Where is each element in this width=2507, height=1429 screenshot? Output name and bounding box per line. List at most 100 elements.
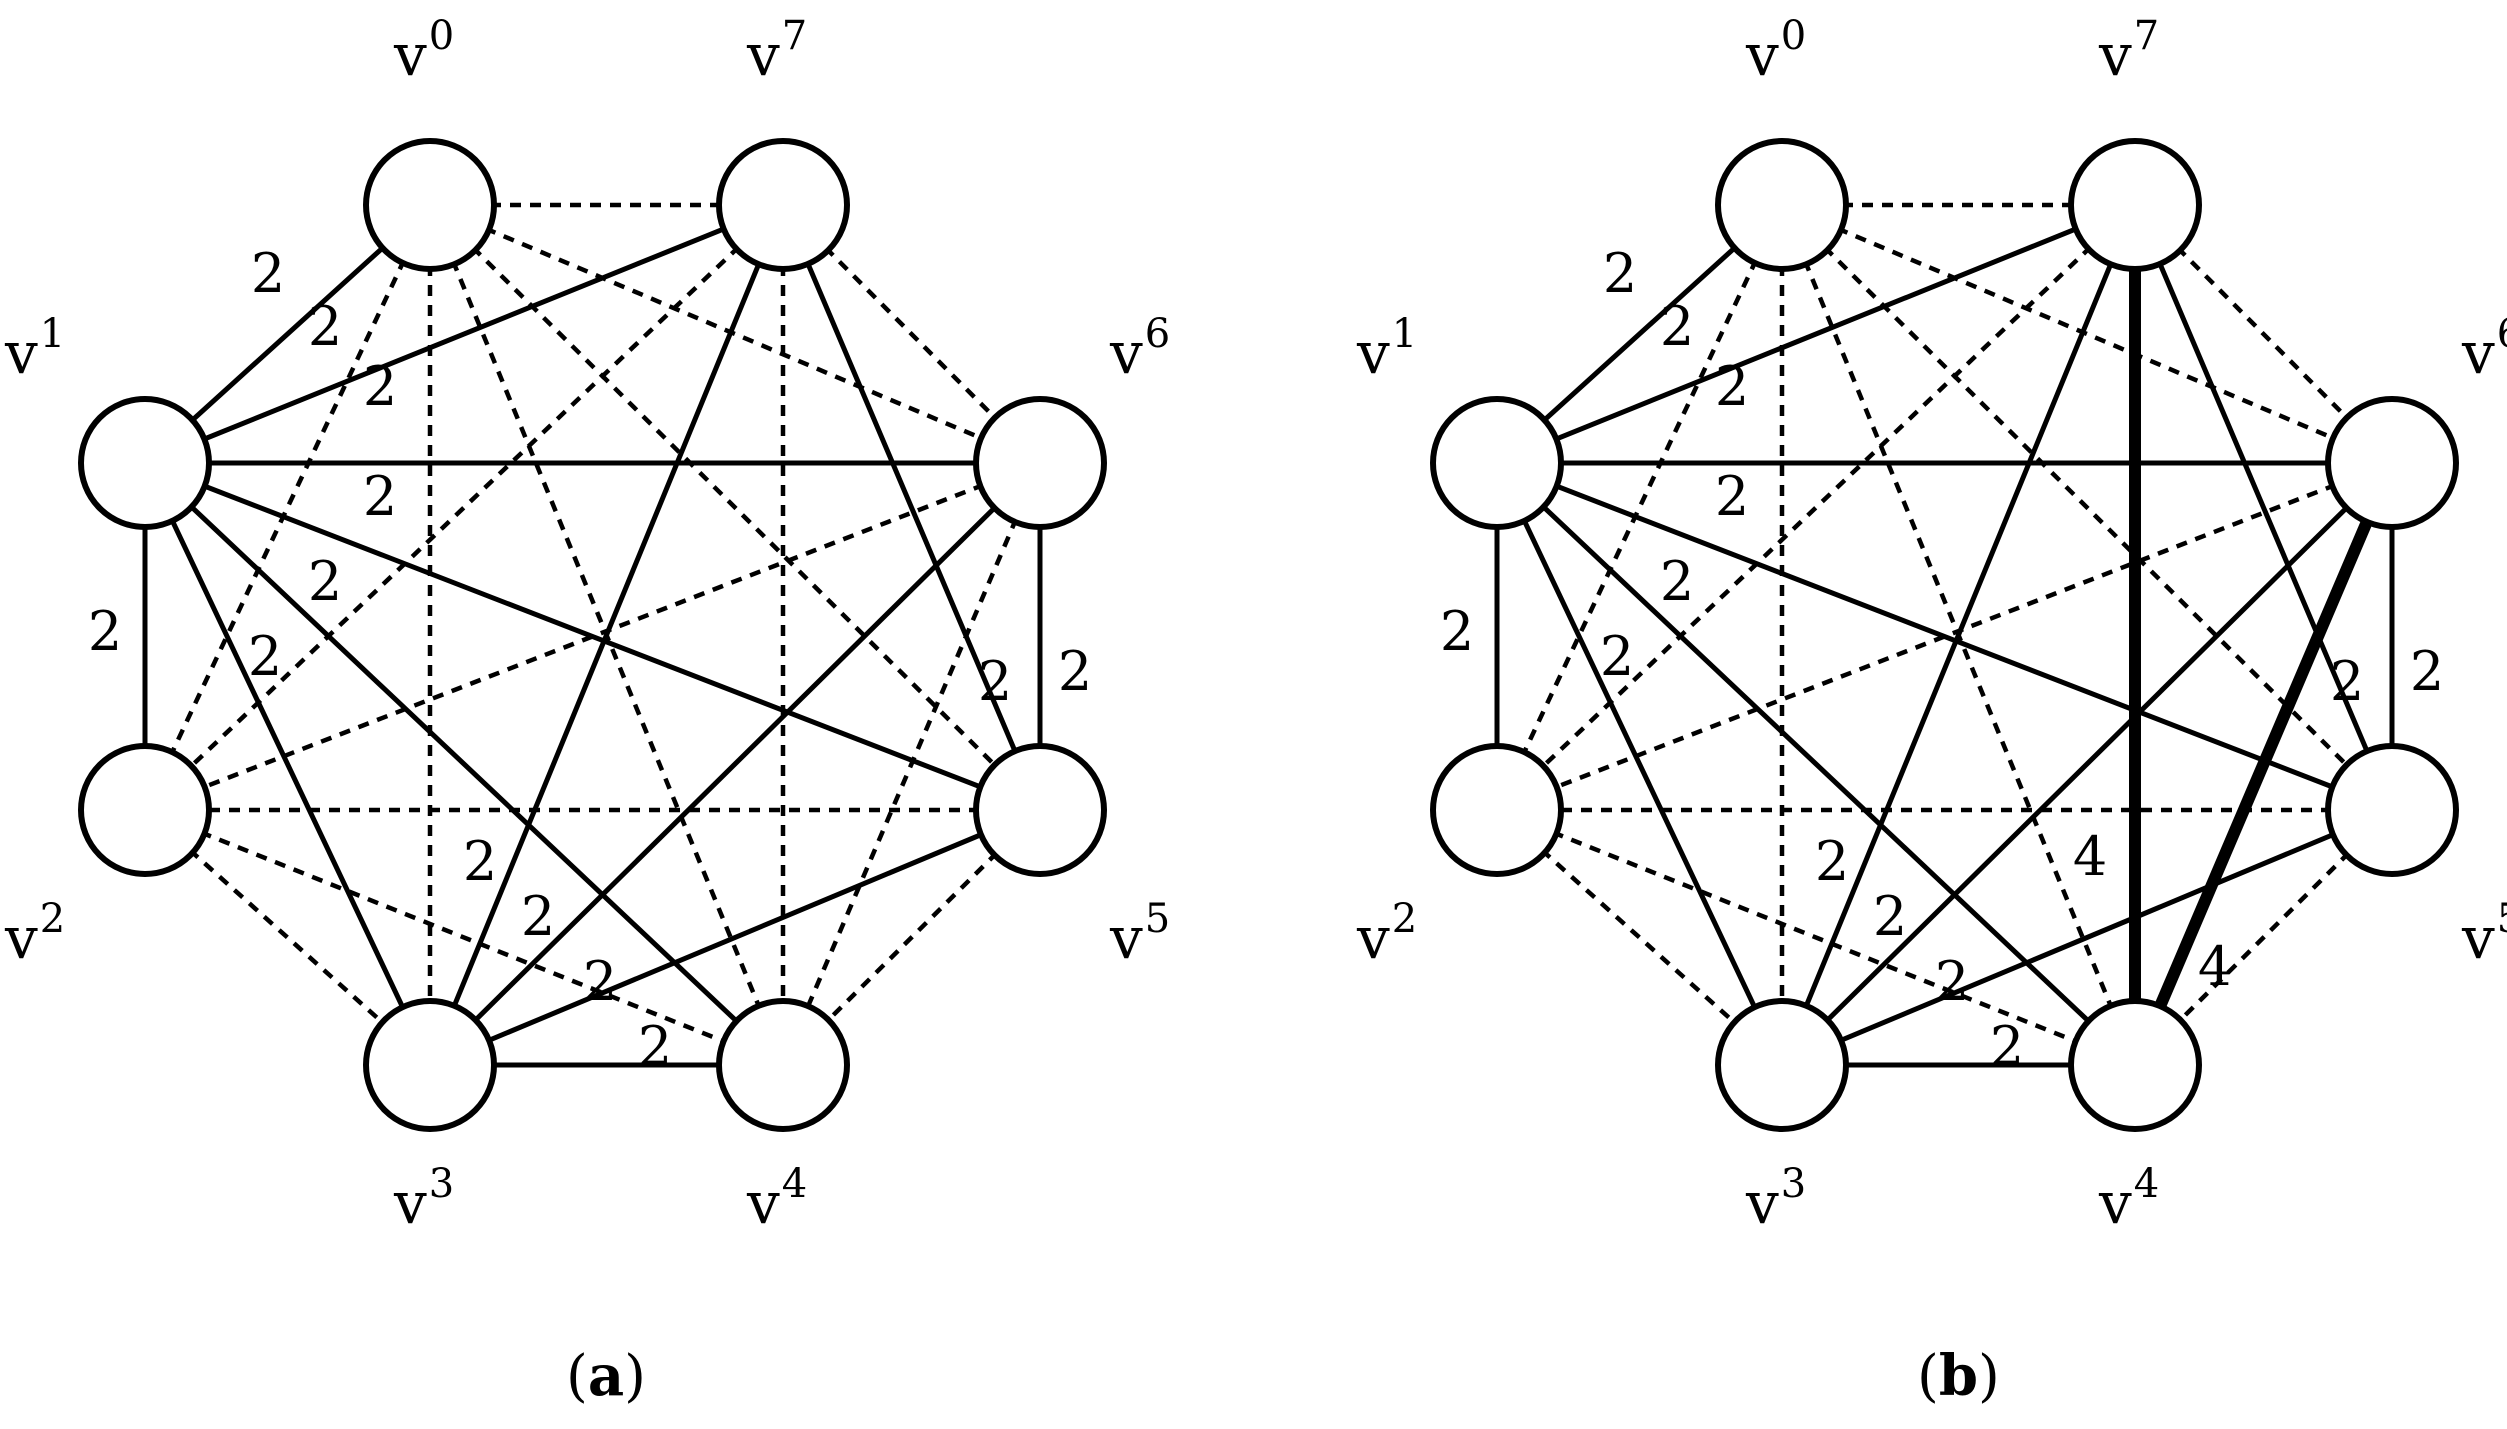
edge-weight-label: 2 xyxy=(1058,640,1092,703)
edge-weight-label: 2 xyxy=(363,355,397,418)
edge-v7-v2-dashed xyxy=(143,203,785,812)
edge-weight-label: 2 xyxy=(308,295,342,358)
edge-v0-v5-dashed xyxy=(1780,203,2394,812)
edge-weight-label: 2 xyxy=(1440,600,1474,663)
node-label-v7: v7 xyxy=(2098,13,2159,89)
edge-weight-label: 2 xyxy=(363,465,397,528)
edge-weight-label: 2 xyxy=(1815,830,1849,893)
node-label-v4: v4 xyxy=(746,1161,807,1237)
edge-v1-v4-solid xyxy=(143,461,785,1067)
node-v0 xyxy=(1715,138,1849,272)
node-label-sup: 0 xyxy=(1781,13,1806,59)
node-v4 xyxy=(2068,998,2202,1132)
node-label-base: v xyxy=(1109,904,1143,972)
edge-weight-label: 2 xyxy=(1715,355,1749,418)
edge-weight-label: 2 xyxy=(463,830,497,893)
node-label-base: v xyxy=(1109,319,1143,387)
edge-v1-v4-solid xyxy=(1495,461,2137,1067)
edge-v6-v4-bold xyxy=(2129,460,2398,1068)
node-label-v6: v6 xyxy=(2461,311,2507,387)
node-label-sup: 0 xyxy=(429,13,454,59)
edge-weight-label: 2 xyxy=(1660,295,1694,358)
node-v2 xyxy=(78,743,212,877)
edge-weight-label: 2 xyxy=(1715,465,1749,528)
node-label-sup: 5 xyxy=(1145,896,1170,942)
edge-v1-v3-solid xyxy=(1494,461,1785,1067)
node-label-sup: 2 xyxy=(1392,896,1417,942)
node-v5 xyxy=(973,743,1107,877)
edge-v1-v7-solid xyxy=(144,202,784,466)
edge-v6-v3-solid xyxy=(428,461,1042,1067)
node-label-v1: v1 xyxy=(1356,311,1417,387)
edge-weight-label: 2 xyxy=(2330,650,2364,713)
edge-v2-v4-dashed xyxy=(144,807,784,1068)
edge-weight-label: 2 xyxy=(2410,640,2444,703)
node-label-sup: 5 xyxy=(2497,896,2507,942)
node-v7 xyxy=(2068,138,2202,272)
node-label-v5: v5 xyxy=(2461,896,2507,972)
caption-b-letter: b xyxy=(1939,1343,1978,1409)
edge-weight-label: 4 xyxy=(2198,935,2232,998)
caption-b: (b) xyxy=(1917,1343,2000,1409)
edge-v5-v3-solid xyxy=(429,807,1041,1068)
node-label-v3: v3 xyxy=(1745,1161,1806,1237)
edge-v0-v5-dashed xyxy=(428,203,1042,812)
edge-weight-label: 2 xyxy=(978,650,1012,713)
node-label-base: v xyxy=(2461,904,2495,972)
edge-weight-label: 2 xyxy=(1660,550,1694,613)
edge-v2-v4-dashed xyxy=(1496,807,2136,1068)
caption-b-close: ) xyxy=(1978,1344,2000,1409)
node-label-v3: v3 xyxy=(393,1161,454,1237)
edge-weight-label: 2 xyxy=(248,625,282,688)
edge-v6-v4-dashed xyxy=(780,462,1043,1066)
edge-weight-label: 2 xyxy=(308,550,342,613)
edge-v0-v4-dashed xyxy=(427,204,786,1066)
edge-weight-label: 2 xyxy=(1600,625,1634,688)
edge-v1-v5-solid xyxy=(144,460,1041,813)
node-label-sup: 6 xyxy=(1145,311,1170,357)
node-label-base: v xyxy=(393,21,427,89)
node-label-base: v xyxy=(393,1169,427,1237)
node-label-sup: 7 xyxy=(782,13,807,59)
node-v5 xyxy=(2325,743,2459,877)
node-label-v2: v2 xyxy=(1356,896,1417,972)
node-label-base: v xyxy=(2098,1169,2132,1237)
edge-v7-v5-solid xyxy=(2132,204,2395,811)
edge-v7-v2-dashed xyxy=(1495,203,2137,812)
node-label-sup: 1 xyxy=(1392,311,1417,357)
node-label-base: v xyxy=(4,319,38,387)
node-label-sup: 4 xyxy=(2134,1161,2159,1207)
node-label-sup: 3 xyxy=(1781,1161,1806,1207)
node-label-base: v xyxy=(1745,21,1779,89)
node-label-sup: 2 xyxy=(40,896,65,942)
node-label-sup: 4 xyxy=(782,1161,807,1207)
edge-v7-v5-solid xyxy=(780,204,1043,811)
node-v1 xyxy=(78,396,212,530)
node-label-base: v xyxy=(4,904,38,972)
node-label-v0: v0 xyxy=(1745,13,1806,89)
node-label-v0: v0 xyxy=(393,13,454,89)
edge-v0-v4-dashed xyxy=(1779,204,2138,1066)
node-v1 xyxy=(1430,396,1564,530)
edge-weight-label: 2 xyxy=(1603,242,1637,305)
edge-weight-label: 2 xyxy=(1873,885,1907,948)
panel-b: 222222222222244v0v1v2v3v4v5v6v7 xyxy=(1356,13,2507,1237)
edge-v1-v7-solid xyxy=(1496,202,2136,466)
node-label-v4: v4 xyxy=(2098,1161,2159,1237)
node-label-base: v xyxy=(746,1169,780,1237)
node-v3 xyxy=(1715,998,1849,1132)
edge-weight-label: 2 xyxy=(521,885,555,948)
node-label-base: v xyxy=(1745,1169,1779,1237)
edge-v0-v6-dashed xyxy=(1781,202,2393,466)
node-v7 xyxy=(716,138,850,272)
edge-v5-v3-solid xyxy=(1781,807,2393,1068)
node-v4 xyxy=(716,998,850,1132)
edge-weight-label: 2 xyxy=(88,600,122,663)
node-label-v5: v5 xyxy=(1109,896,1170,972)
